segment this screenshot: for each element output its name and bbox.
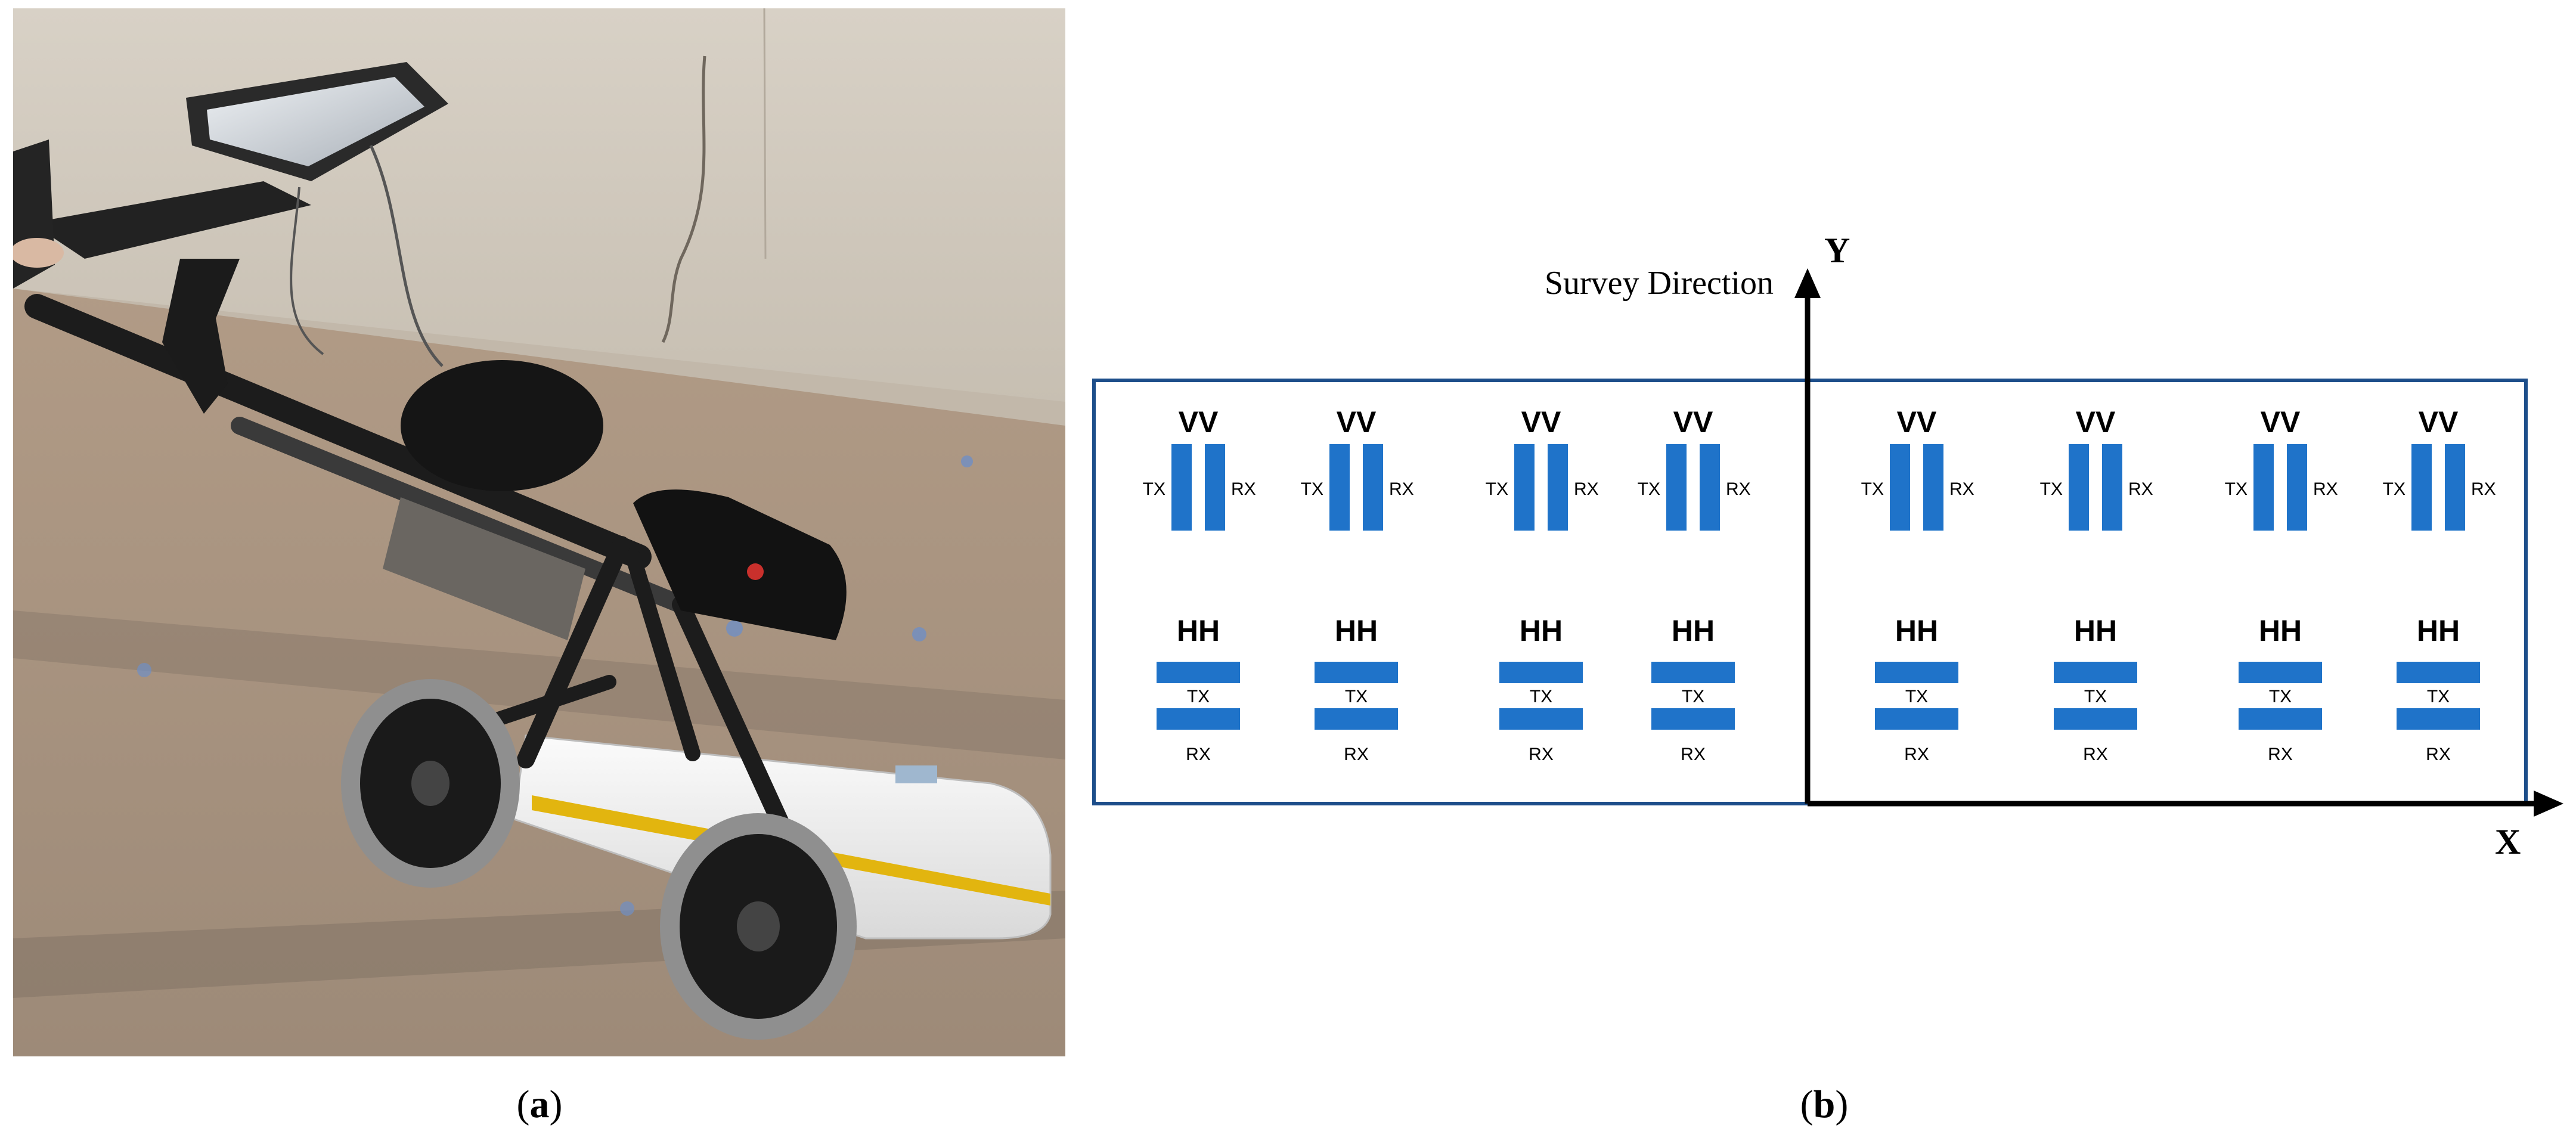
hh-rx-label: RX bbox=[2268, 745, 2293, 764]
vv-rx-label: RX bbox=[1574, 479, 1599, 499]
hh-rx-label: RX bbox=[1681, 745, 1706, 764]
vv-rx-element bbox=[1548, 444, 1568, 531]
vv-label: VV bbox=[1179, 405, 1219, 439]
vv-tx-element bbox=[1171, 444, 1192, 531]
hh-tx-label: TX bbox=[1187, 687, 1210, 706]
hh-rx-label: RX bbox=[1186, 745, 1211, 764]
hh-label: HH bbox=[1177, 614, 1220, 647]
vv-rx-element bbox=[1205, 444, 1225, 531]
survey-direction-label: Survey Direction bbox=[1545, 265, 1774, 302]
vv-rx-label: RX bbox=[2128, 479, 2153, 499]
vv-rx-label: RX bbox=[1389, 479, 1414, 499]
hh-label: HH bbox=[2259, 614, 2302, 647]
hh-rx-element bbox=[1315, 708, 1398, 730]
control-unit-plate bbox=[383, 497, 585, 640]
caption-a: (a) bbox=[516, 1083, 563, 1126]
hh-tx-element bbox=[1651, 662, 1735, 683]
x-axis-arrow bbox=[2534, 790, 2563, 817]
vv-rx-element bbox=[1700, 444, 1720, 531]
vv-rx-element bbox=[1923, 444, 1943, 531]
y-axis-arrow bbox=[1794, 268, 1821, 298]
x-axis-label: X bbox=[2495, 822, 2521, 861]
photo-panel-a bbox=[13, 8, 1065, 1056]
laptop-base bbox=[31, 181, 311, 259]
gpr-cart-photo bbox=[13, 8, 1065, 1056]
hh-tx-element bbox=[1315, 662, 1398, 683]
front-wheel bbox=[660, 813, 857, 1040]
hh-tx-element bbox=[2397, 662, 2480, 683]
vv-tx-label: TX bbox=[2040, 479, 2063, 499]
vv-label: VV bbox=[1897, 405, 1937, 439]
vv-label: VV bbox=[1521, 405, 1561, 439]
vv-tx-element bbox=[2411, 444, 2432, 531]
hh-label: HH bbox=[2074, 614, 2117, 647]
vv-rx-label: RX bbox=[2471, 479, 2496, 499]
caption-b: (b) bbox=[1800, 1083, 1849, 1126]
hh-rx-label: RX bbox=[1529, 745, 1554, 764]
hh-rx-element bbox=[2239, 708, 2322, 730]
vv-tx-element bbox=[2069, 444, 2089, 531]
vv-rx-element bbox=[2102, 444, 2122, 531]
vv-tx-element bbox=[1329, 444, 1350, 531]
hh-tx-element bbox=[2239, 662, 2322, 683]
vv-rx-element bbox=[1363, 444, 1383, 531]
controller-bag bbox=[633, 489, 847, 640]
vv-tx-label: TX bbox=[1301, 479, 1323, 499]
vv-tx-label: TX bbox=[1143, 479, 1165, 499]
hh-label: HH bbox=[2417, 614, 2460, 647]
hh-rx-element bbox=[1499, 708, 1583, 730]
vv-tx-element bbox=[2253, 444, 2274, 531]
vv-label: VV bbox=[2419, 405, 2459, 439]
hh-tx-label: TX bbox=[2084, 687, 2107, 706]
hh-rx-element bbox=[2054, 708, 2137, 730]
hh-label: HH bbox=[1672, 614, 1715, 647]
vv-tx-label: TX bbox=[2225, 479, 2248, 499]
y-axis-label: Y bbox=[1824, 231, 1850, 270]
hh-rx-element bbox=[1875, 708, 1958, 730]
vv-tx-label: TX bbox=[1486, 479, 1508, 499]
vv-tx-element bbox=[1514, 444, 1535, 531]
vv-tx-label: TX bbox=[2383, 479, 2405, 499]
hh-tx-element bbox=[2054, 662, 2137, 683]
vv-rx-label: RX bbox=[2313, 479, 2338, 499]
vv-tx-element bbox=[1666, 444, 1687, 531]
hh-tx-label: TX bbox=[2427, 687, 2450, 706]
hh-tx-label: TX bbox=[1345, 687, 1368, 706]
vv-rx-label: RX bbox=[1726, 479, 1751, 499]
hh-rx-element bbox=[1157, 708, 1240, 730]
vv-label: VV bbox=[2076, 405, 2116, 439]
hh-tx-label: TX bbox=[1530, 687, 1552, 706]
vv-rx-element bbox=[2287, 444, 2307, 531]
hh-tx-label: TX bbox=[1905, 687, 1928, 706]
hh-label: HH bbox=[1520, 614, 1563, 647]
laptop-screen bbox=[207, 77, 424, 166]
hh-rx-element bbox=[1651, 708, 1735, 730]
vv-label: VV bbox=[2261, 405, 2301, 439]
hh-rx-label: RX bbox=[2426, 745, 2451, 764]
antenna-pairs: VV TX RX HH TX RX VV TX RX HH TX RX VV TX RX HH TX RX VV TX… bbox=[1143, 405, 2496, 764]
hh-tx-label: TX bbox=[1682, 687, 1704, 706]
hh-rx-label: RX bbox=[1344, 745, 1369, 764]
battery-bag bbox=[401, 360, 603, 491]
vv-tx-label: TX bbox=[1638, 479, 1660, 499]
hh-tx-label: TX bbox=[2269, 687, 2292, 706]
hh-tx-element bbox=[1157, 662, 1240, 683]
rear-wheel bbox=[341, 679, 520, 888]
hh-tx-element bbox=[1875, 662, 1958, 683]
vv-label: VV bbox=[1673, 405, 1713, 439]
vv-rx-element bbox=[2445, 444, 2465, 531]
vv-label: VV bbox=[1337, 405, 1377, 439]
hh-rx-label: RX bbox=[2083, 745, 2108, 764]
vv-rx-label: RX bbox=[1231, 479, 1256, 499]
hh-label: HH bbox=[1335, 614, 1378, 647]
hh-rx-element bbox=[2397, 708, 2480, 730]
vv-tx-label: TX bbox=[1861, 479, 1884, 499]
handle-grip bbox=[162, 259, 240, 414]
hh-label: HH bbox=[1895, 614, 1938, 647]
hh-rx-label: RX bbox=[1904, 745, 1929, 764]
hh-tx-element bbox=[1499, 662, 1583, 683]
vv-rx-label: RX bbox=[1949, 479, 1974, 499]
vv-tx-element bbox=[1890, 444, 1910, 531]
